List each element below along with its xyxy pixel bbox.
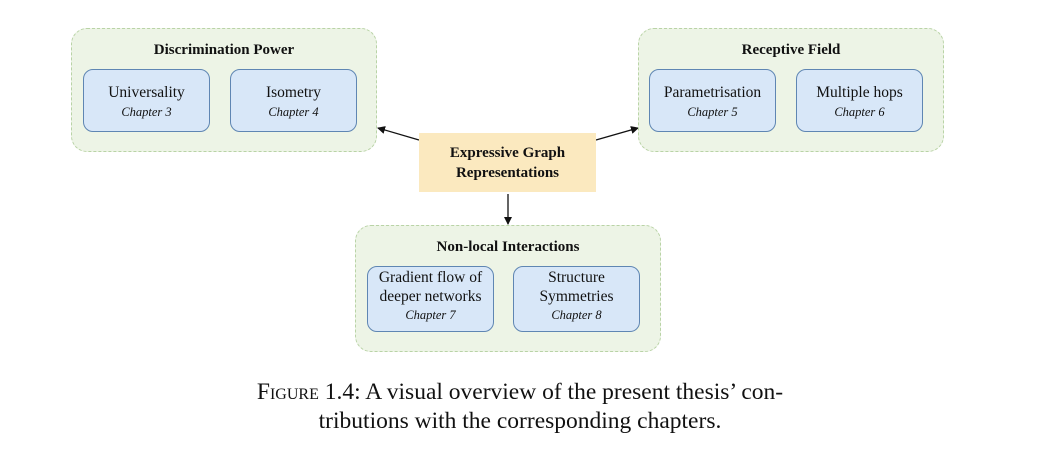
box-label: Multiple hops — [816, 84, 903, 101]
box-chapter: Chapter 3 — [121, 105, 172, 119]
box-label-line-2: deeper networks — [379, 288, 482, 305]
box-chapter: Chapter 6 — [834, 105, 885, 119]
box-label: Isometry — [265, 84, 322, 101]
box-chapter: Chapter 8 — [551, 308, 602, 322]
box-label: Parametrisation — [663, 84, 762, 101]
central-topic-box: Expressive Graph Representations — [419, 133, 596, 192]
group-title: Discrimination Power — [153, 42, 295, 58]
box-isometry: Isometry Chapter 4 — [230, 69, 357, 132]
central-topic-line-1: Expressive Graph — [449, 145, 566, 161]
arrow-to-discrimination-power — [377, 126, 420, 141]
group-non-local-interactions: Non-local Interactions Gradient flow of … — [355, 225, 661, 352]
box-label: Universality — [108, 84, 185, 101]
arrow-to-receptive-field — [595, 126, 639, 141]
group-receptive-field: Receptive Field Parametrisation Chapter … — [638, 28, 944, 152]
group-title: Non-local Interactions — [436, 239, 580, 255]
group-discrimination-power: Discrimination Power Universality Chapte… — [71, 28, 377, 152]
box-parametrisation: Parametrisation Chapter 5 — [649, 69, 776, 132]
caption-text-1: A visual overview of the present thesis’… — [365, 379, 784, 405]
figure-caption: Figure 1.4: A visual overview of the pre… — [0, 378, 1040, 436]
box-structure-symmetries: Structure Symmetries Chapter 8 — [513, 266, 640, 332]
box-gradient-flow: Gradient flow of deeper networks Chapter… — [367, 266, 494, 332]
box-universality: Universality Chapter 3 — [83, 69, 210, 132]
box-label: Structure Symmetries — [516, 268, 637, 306]
box-label-line-1: Structure — [548, 269, 605, 286]
box-label-line-1: Gradient flow of — [378, 269, 483, 286]
box-chapter: Chapter 5 — [687, 105, 738, 119]
caption-figure-number: 1.4: — [324, 379, 361, 405]
caption-line-1: Figure 1.4: A visual overview of the pre… — [0, 378, 1040, 407]
box-chapter: Chapter 4 — [268, 105, 319, 119]
box-label-line-2: Symmetries — [539, 288, 614, 305]
caption-figure-word: Figure — [256, 379, 319, 405]
box-label: Gradient flow of deeper networks — [370, 268, 491, 306]
box-multiple-hops: Multiple hops Chapter 6 — [796, 69, 923, 132]
central-topic-line-2: Representations — [455, 165, 560, 181]
caption-line-2: tributions with the corresponding chapte… — [318, 408, 722, 434]
box-chapter: Chapter 7 — [405, 308, 456, 322]
group-title: Receptive Field — [741, 42, 841, 58]
